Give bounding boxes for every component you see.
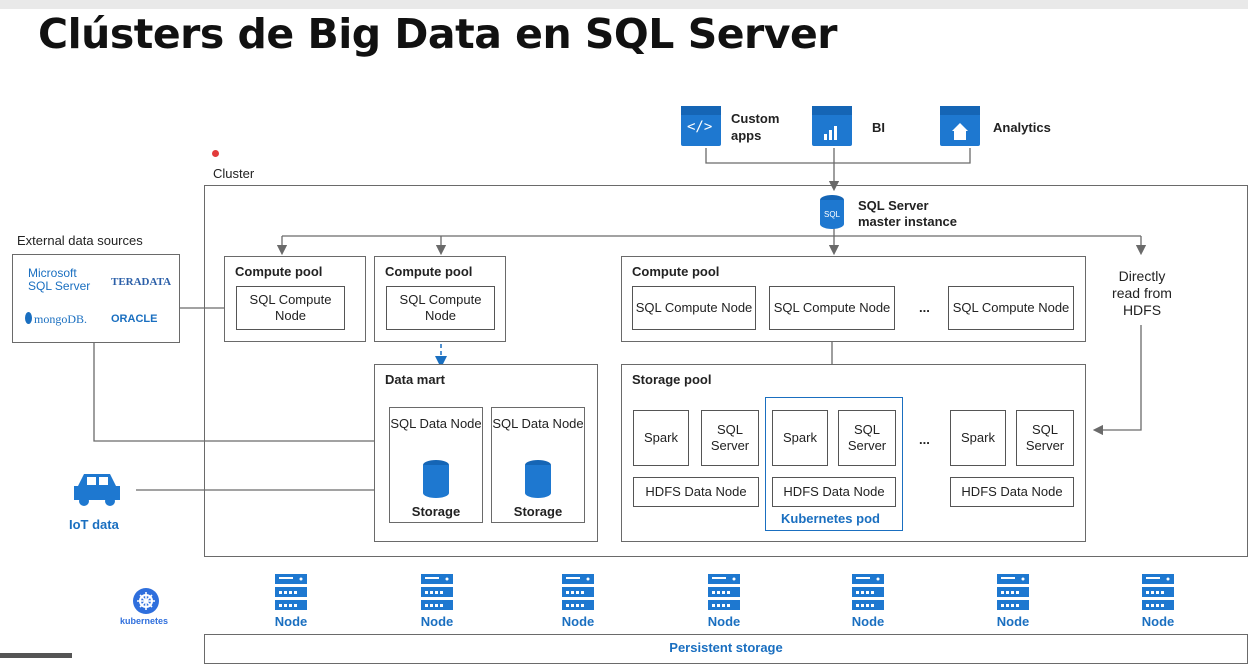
kubernetes-helm-icon xyxy=(133,588,159,614)
server-node-label: Node xyxy=(561,614,595,629)
cluster-label: Cluster xyxy=(213,166,255,181)
bi-label: BI xyxy=(872,120,885,135)
external-sources-label: External data sources xyxy=(17,233,143,248)
server-node-label: Node xyxy=(707,614,741,629)
spark-node-1: Spark xyxy=(633,410,689,466)
compute-pool-3-node-2: SQL Compute Node xyxy=(769,286,895,330)
server-node-label: Node xyxy=(1141,614,1175,629)
hdfs-node-1: HDFS Data Node xyxy=(633,477,759,507)
top-bar xyxy=(0,0,1248,9)
compute-pool-3-title: Compute pool xyxy=(632,264,720,279)
data-node-2-label: SQL Data Node xyxy=(492,416,584,431)
oracle-logo: ORACLE xyxy=(111,313,158,325)
server-node-icon xyxy=(852,574,884,615)
compute-pool-2-node: SQL Compute Node xyxy=(386,286,495,330)
compute-pool-3-node-3: SQL Compute Node xyxy=(948,286,1074,330)
storage-1-label: Storage xyxy=(411,504,461,519)
analytics-label: Analytics xyxy=(993,120,1051,135)
sql-server-node-2: SQL Server xyxy=(838,410,896,466)
server-node-icon xyxy=(562,574,594,615)
server-node-icon xyxy=(997,574,1029,615)
cursor-dot xyxy=(212,150,219,157)
server-node-icon xyxy=(421,574,453,615)
server-node-label: Node xyxy=(420,614,454,629)
data-mart-node-1: SQL Data Node Storage xyxy=(389,407,483,523)
svg-text:SQL: SQL xyxy=(824,210,841,219)
spark-node-2: Spark xyxy=(772,410,828,466)
car-icon xyxy=(70,470,124,513)
page-title: Clústers de Big Data en SQL Server xyxy=(38,10,838,58)
master-line1: SQL Server xyxy=(858,198,929,213)
bi-chart-icon xyxy=(812,106,852,146)
persistent-storage-box: Persistent storage xyxy=(204,634,1248,664)
server-node-label: Node xyxy=(274,614,308,629)
kubernetes-pod-box xyxy=(765,397,903,531)
server-node-icon xyxy=(275,574,307,615)
mongodb-leaf-icon xyxy=(25,312,32,324)
storage-2-label: Storage xyxy=(513,504,563,519)
data-mart-node-2: SQL Data Node Storage xyxy=(491,407,585,523)
storage-pool-title: Storage pool xyxy=(632,372,712,387)
ms-sql-logo: Microsoft SQL Server xyxy=(28,266,91,293)
persistent-storage-label: Persistent storage xyxy=(669,640,783,655)
master-instance-label: SQL Server master instance xyxy=(858,198,957,230)
bottom-bar xyxy=(0,653,72,658)
storage-2-icon xyxy=(524,460,552,503)
teradata-logo: TERADATA xyxy=(111,276,172,288)
spark-node-3: Spark xyxy=(950,410,1006,466)
directly-read-label: Directly read from HDFS xyxy=(1112,268,1172,318)
server-node-icon xyxy=(1142,574,1174,615)
master-line2: master instance xyxy=(858,214,957,229)
external-sources-box: Microsoft SQL Server TERADATA mongoDB. O… xyxy=(12,254,180,343)
server-node-icon xyxy=(708,574,740,615)
analytics-home-icon xyxy=(940,106,980,146)
compute-pool-2-title: Compute pool xyxy=(385,264,473,279)
custom-apps-label: Custom apps xyxy=(731,111,780,143)
kubernetes-pod-label: Kubernetes pod xyxy=(781,511,880,526)
compute-pool-1-node: SQL Compute Node xyxy=(236,286,345,330)
hdfs-node-3: HDFS Data Node xyxy=(950,477,1074,507)
storage-pool-ellipsis: ... xyxy=(919,432,930,447)
data-mart-title: Data mart xyxy=(385,372,445,387)
hdfs-node-2: HDFS Data Node xyxy=(772,477,896,507)
sql-server-node-3: SQL Server xyxy=(1016,410,1074,466)
custom-apps-icon: </> xyxy=(681,106,721,146)
data-node-1-label: SQL Data Node xyxy=(390,416,482,431)
compute-pool-1-title: Compute pool xyxy=(235,264,323,279)
storage-1-icon xyxy=(422,460,450,503)
mongodb-logo: mongoDB. xyxy=(34,312,88,326)
compute-pool-3-node-1: SQL Compute Node xyxy=(632,286,756,330)
compute-pool-3-ellipsis: ... xyxy=(919,300,930,315)
server-node-label: Node xyxy=(851,614,885,629)
sql-master-icon: SQL xyxy=(819,195,845,229)
sql-server-node-1: SQL Server xyxy=(701,410,759,466)
kubernetes-label: kubernetes xyxy=(120,616,169,626)
iot-data-label: IoT data xyxy=(69,517,119,532)
server-node-label: Node xyxy=(996,614,1030,629)
